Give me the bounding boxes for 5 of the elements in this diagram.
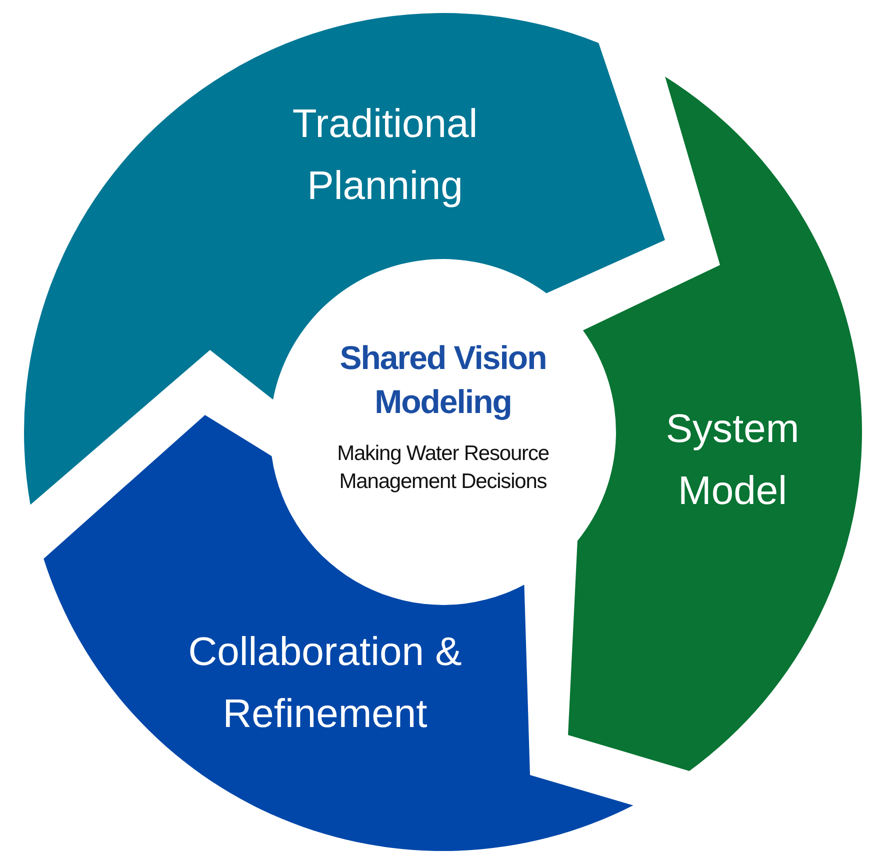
segment-title: Collaboration & Refinement (187, 629, 463, 738)
segment-title: Traditional Planning (291, 101, 479, 210)
segment-title: System Model (664, 406, 800, 515)
center-subtitle: Making Water Resource Management Decisions (336, 441, 550, 495)
center-title: Shared Vision Modeling (338, 338, 548, 422)
